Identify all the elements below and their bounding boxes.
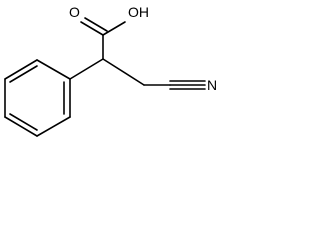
carboxyl-group: O OH <box>69 4 149 60</box>
bond-alpha-c-to-phenyl <box>69 58 104 80</box>
nitrile-nitrogen-label: N <box>207 77 217 93</box>
ring-bond-5 <box>36 116 71 137</box>
chemical-structure: O OH N <box>4 4 217 137</box>
bond-c-o-double-2 <box>84 17 108 32</box>
ring-bond-4 <box>4 116 38 137</box>
phenyl-group <box>4 58 104 137</box>
bond-alpha-c-to-ch2 <box>102 58 145 86</box>
ring-bond-1 <box>36 59 71 80</box>
ring-inner-double-2 <box>9 113 38 131</box>
ring-inner-double-1 <box>9 65 38 83</box>
bond-c-o-double-1 <box>80 21 104 36</box>
cyanomethyl-group: N <box>102 58 217 93</box>
carbonyl-oxygen-label: O <box>69 4 80 20</box>
hydroxyl-label: OH <box>128 4 149 20</box>
bond-c-oh <box>102 21 126 36</box>
ring-bond-2 <box>4 59 38 80</box>
